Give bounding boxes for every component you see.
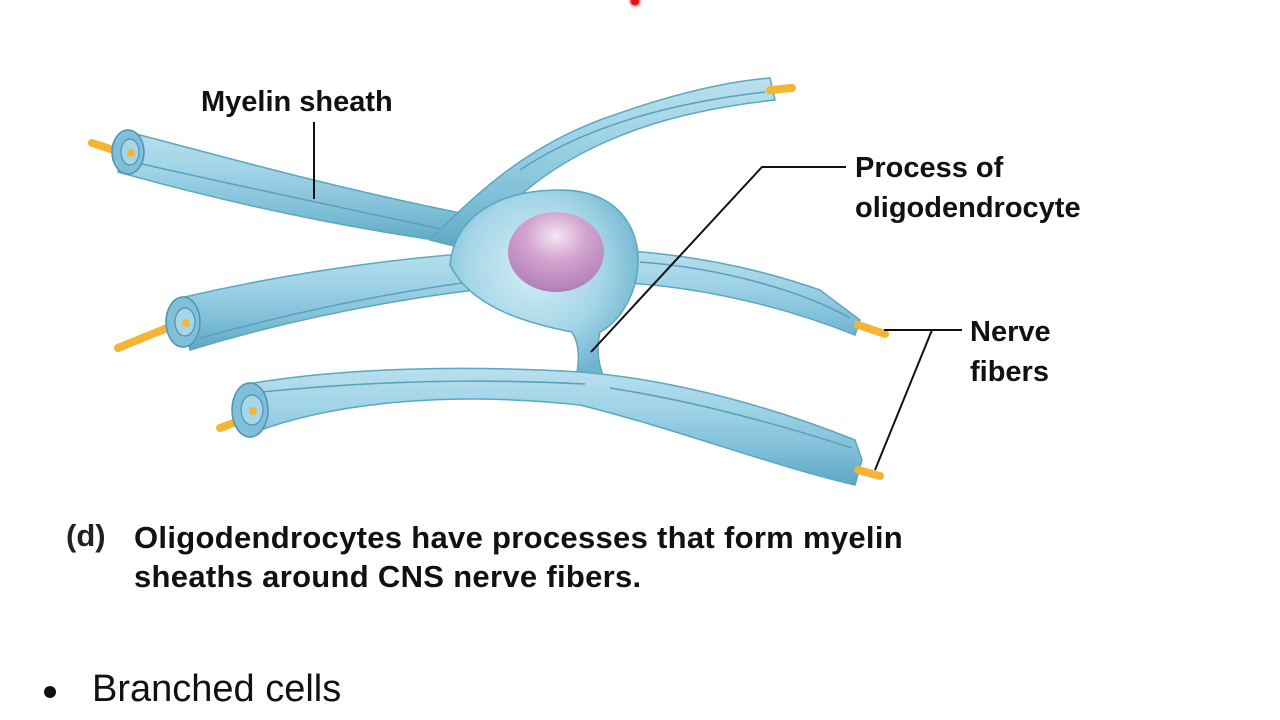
caption-letter: (d)	[66, 518, 106, 553]
laser-pointer-icon	[628, 0, 642, 8]
bullet-item: Branched cells	[44, 668, 341, 711]
axon-end	[854, 321, 889, 338]
axon-end	[766, 84, 796, 94]
nucleus	[508, 212, 604, 292]
label-process-line2: oligodendrocyte	[855, 192, 1081, 224]
caption-line1: Oligodendrocytes have processes that for…	[134, 520, 903, 555]
oligodendrocyte-cell-body	[449, 189, 639, 383]
fiber-bottom	[216, 367, 884, 486]
fiber-middle	[114, 248, 889, 352]
bullet-icon	[44, 685, 56, 698]
leader-nerve-bottom	[874, 329, 933, 471]
axon-end	[854, 466, 884, 480]
label-process-line1: Process of	[855, 152, 1004, 184]
label-nerve-line1: Nerve	[970, 316, 1051, 348]
caption-line2: sheaths around CNS nerve fibers.	[134, 559, 642, 594]
fiber-top-left	[88, 129, 471, 246]
bullet-text: Branched cells	[92, 668, 342, 710]
label-myelin-sheath: Myelin sheath	[201, 86, 393, 118]
leader-process	[590, 166, 846, 353]
label-nerve-line2: fibers	[970, 356, 1049, 388]
